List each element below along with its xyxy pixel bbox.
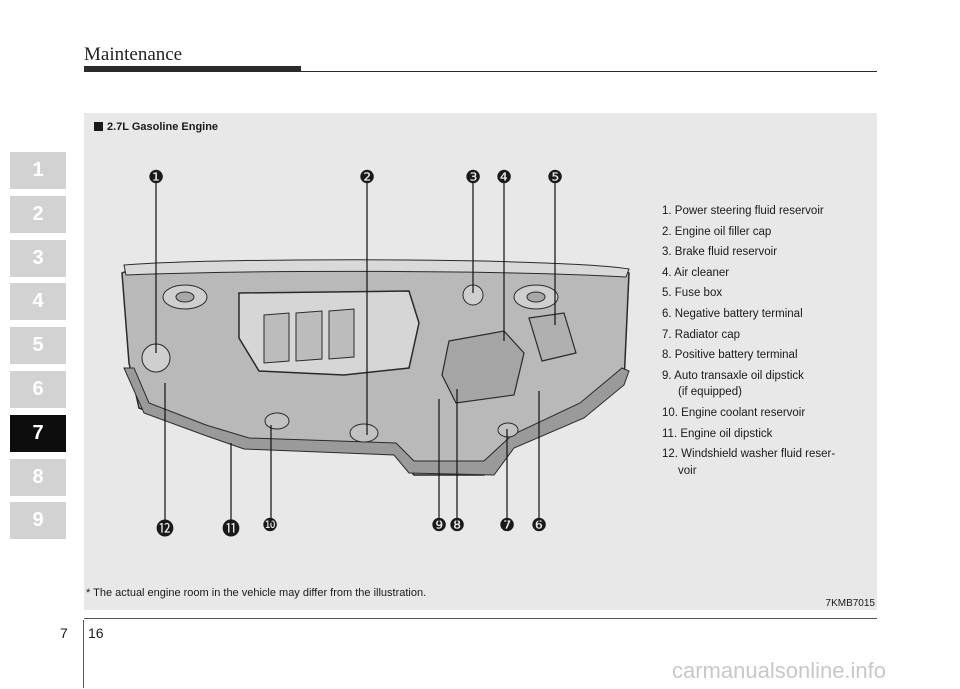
chapter-tab-2[interactable]: 2: [10, 195, 66, 233]
callout-12: ⓬: [156, 519, 174, 539]
chapter-tab-9[interactable]: 9: [10, 502, 66, 540]
part-item-12-cont: voir: [678, 464, 697, 477]
callout-2: ❷: [359, 167, 376, 187]
part-item-11: 11. Engine oil dipstick: [662, 427, 773, 440]
chapter-tab-8[interactable]: 8: [10, 458, 66, 496]
figure-title: 2.7L Gasoline Engine: [94, 121, 218, 133]
square-bullet-icon: [94, 122, 103, 131]
callout-1: ❶: [148, 167, 165, 187]
callout-11: ⓫: [222, 519, 240, 539]
figure-footnote: * The actual engine room in the vehicle …: [86, 587, 427, 599]
chapter-tab-3[interactable]: 3: [10, 239, 66, 277]
chapter-tab-4[interactable]: 4: [10, 283, 66, 321]
callout-5: ❺: [547, 167, 564, 187]
header-rule-thin: [301, 71, 877, 72]
watermark: carmanualsonline.info: [672, 658, 887, 683]
callout-8: ❽: [449, 515, 466, 535]
figure-code: 7KMB7015: [825, 598, 875, 609]
callout-9: ❾: [431, 515, 448, 535]
part-item-7: 7. Radiator cap: [662, 328, 740, 341]
part-item-8: 8. Positive battery terminal: [662, 349, 798, 362]
chapter-tab-6[interactable]: 6: [10, 370, 66, 408]
callout-6: ❻: [531, 515, 548, 535]
header-rule-thick: [84, 66, 301, 72]
footer-page-number: 16: [88, 625, 104, 641]
part-item-12: 12. Windshield washer fluid reser-: [662, 448, 836, 461]
part-item-4: 4. Air cleaner: [662, 266, 730, 279]
callout-4: ❹: [496, 167, 513, 187]
engine-illustration: [121, 183, 630, 523]
footer-divider: [83, 620, 84, 688]
footer-chapter: 7: [60, 625, 68, 641]
part-item-9-note: (if equipped): [678, 386, 742, 399]
parts-list: 1. Power steering fluid reservoir 2. Eng…: [662, 201, 835, 481]
callout-7: ❼: [499, 515, 516, 535]
part-item-3: 3. Brake fluid reservoir: [662, 246, 778, 259]
chapter-tabs: 1 2 3 4 5 6 7 8 9: [10, 152, 66, 546]
part-item-6: 6. Negative battery terminal: [662, 307, 803, 320]
part-item-5: 5. Fuse box: [662, 287, 723, 300]
part-item-10: 10. Engine coolant reservoir: [662, 406, 806, 419]
callout-10: ❿: [262, 515, 279, 535]
callout-3: ❸: [465, 167, 482, 187]
part-item-9: 9. Auto transaxle oil dipstick: [662, 369, 804, 382]
chapter-tab-5[interactable]: 5: [10, 327, 66, 365]
part-item-2: 2. Engine oil filler cap: [662, 225, 772, 238]
part-item-1: 1. Power steering fluid reservoir: [662, 205, 824, 217]
chapter-tab-7[interactable]: 7: [10, 414, 66, 452]
figure-title-text: 2.7L Gasoline Engine: [107, 121, 219, 133]
engine-figure-panel: 2.7L Gasoline Engine: [84, 113, 877, 610]
section-title: Maintenance: [84, 44, 183, 65]
chapter-tab-1[interactable]: 1: [10, 152, 66, 189]
footer-rule: [84, 618, 877, 619]
